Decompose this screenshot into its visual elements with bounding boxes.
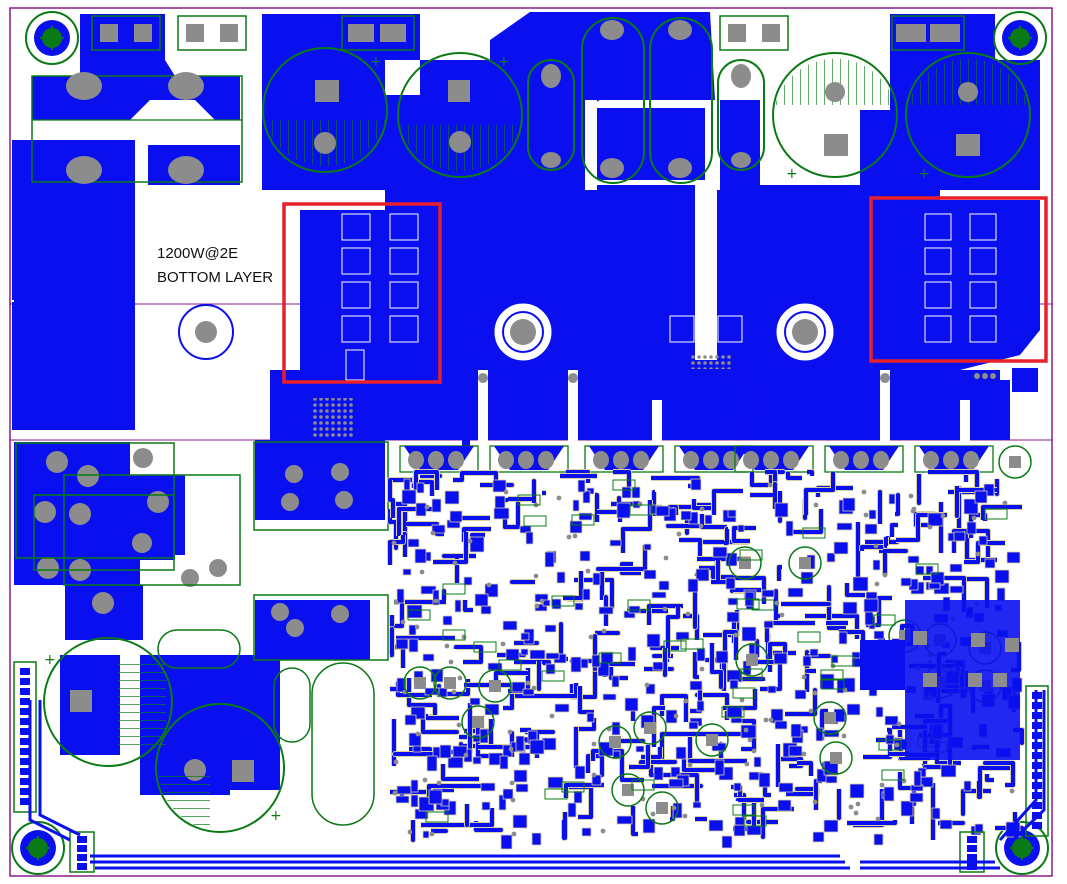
svg-text:+: + — [498, 54, 510, 70]
board-label-title: 1200W@2E — [157, 245, 238, 262]
output-stage-pads — [341, 213, 997, 381]
cap-c3: + — [772, 52, 898, 182]
board-label-layer: BOTTOM LAYER — [157, 269, 273, 286]
svg-text:+: + — [44, 652, 56, 668]
cap-c4: + — [905, 52, 1031, 182]
signal-traces — [387, 445, 1032, 850]
mount-hole-top-left — [25, 11, 79, 65]
mount-hole-top-right — [993, 11, 1047, 65]
bottom-bus — [28, 690, 1046, 870]
cap-c1: + — [262, 47, 388, 173]
cap-lower-left: + + — [43, 637, 285, 833]
svg-text:+: + — [786, 166, 798, 182]
input-rectifier — [31, 72, 243, 184]
cap-c2: + — [397, 52, 523, 178]
svg-text:+: + — [270, 808, 282, 824]
top-connectors — [91, 15, 965, 51]
svg-text:+: + — [370, 54, 382, 70]
capacitors-top: + + + + — [262, 17, 1031, 184]
power-transistor-legs — [462, 368, 1038, 450]
pour-clearances — [12, 100, 760, 440]
screw-left — [178, 304, 234, 360]
screw-center-left — [491, 300, 555, 364]
mounting-holes — [11, 11, 1049, 875]
mount-hole-bottom-left — [11, 821, 65, 875]
via-array-center — [690, 355, 732, 369]
edge-connectors — [13, 661, 1049, 873]
screw-center-right — [773, 300, 837, 364]
via-array-left — [312, 398, 354, 438]
svg-text:+: + — [918, 166, 930, 182]
board-label: 1200W@2E BOTTOM LAYER — [157, 245, 273, 286]
right-output-stage-highlight — [869, 196, 1048, 363]
left-output-stage-highlight — [282, 202, 442, 384]
